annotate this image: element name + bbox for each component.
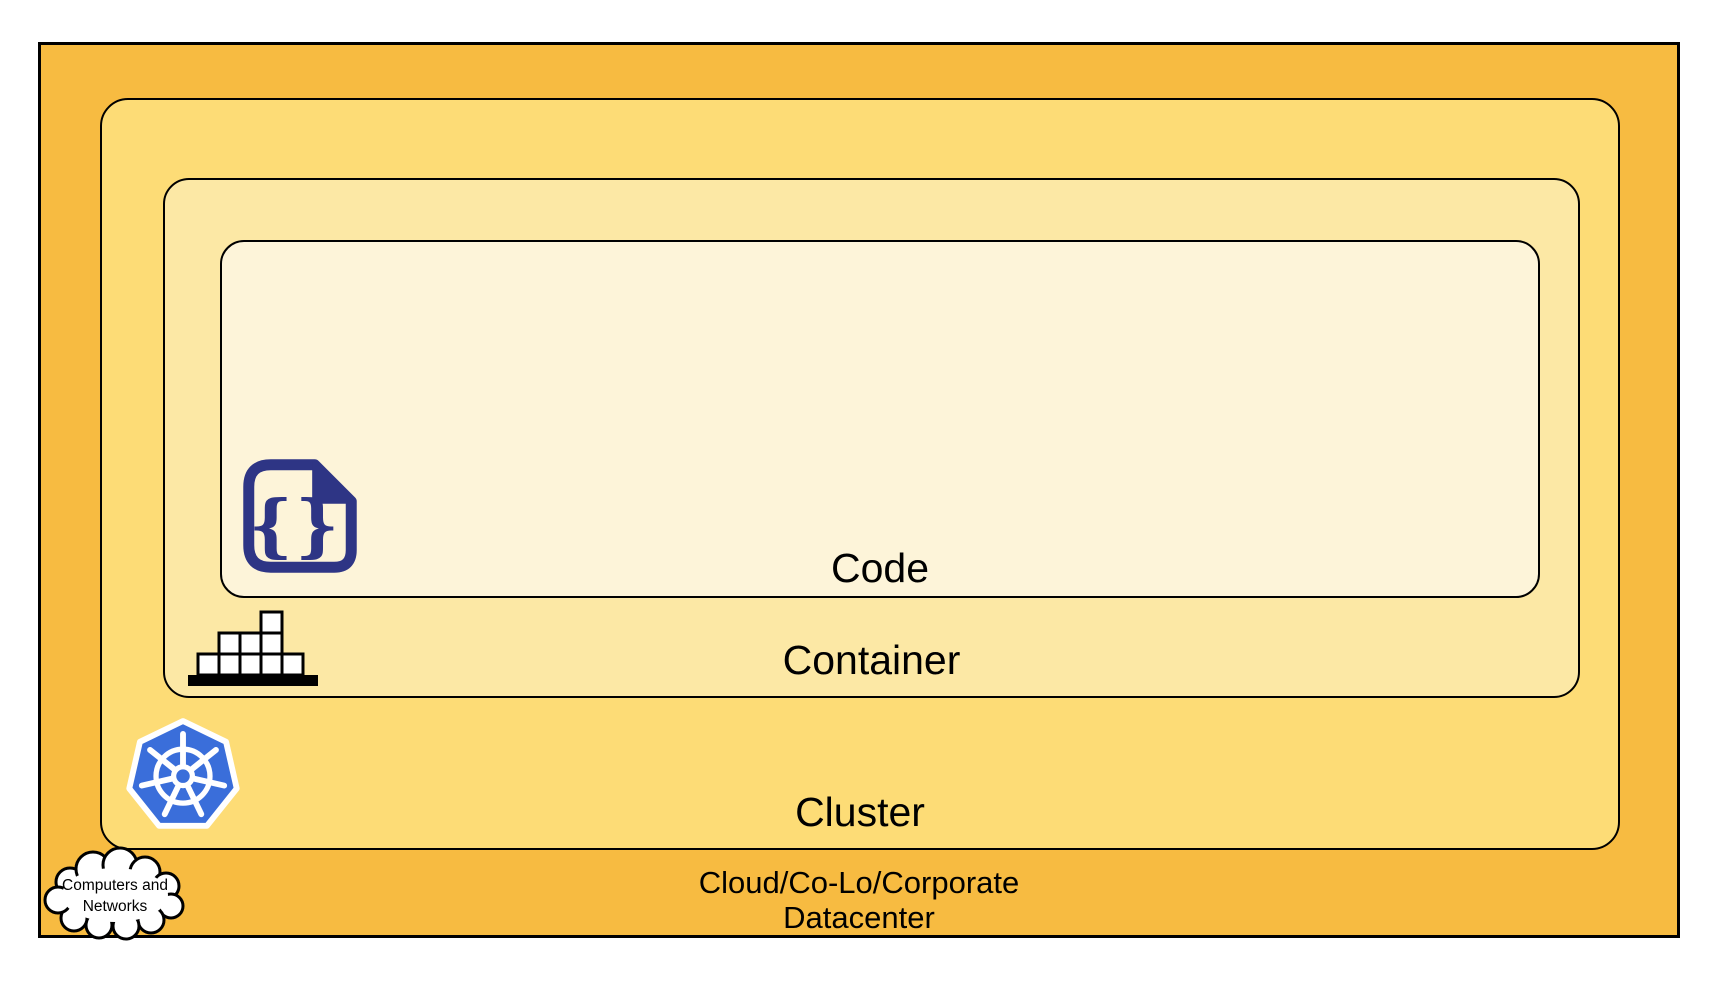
cloud-label-line1: Computers and	[62, 877, 168, 894]
code-label: Code	[830, 545, 929, 591]
datacenter-box: {} Code	[38, 42, 1680, 941]
code-file-fold	[312, 461, 355, 504]
code-braces-glyph: {}	[249, 486, 342, 566]
container-box: {} Code	[163, 178, 1580, 698]
datacenter-label-line2: Datacenter	[783, 900, 935, 935]
cloud-label-line2: Networks	[83, 898, 148, 915]
container-stack-icon	[188, 610, 318, 686]
container-label: Container	[782, 637, 961, 683]
kubernetes-wheel-hub	[170, 764, 196, 789]
container-base-bar	[188, 675, 318, 686]
kubernetes-wheel-rim	[153, 746, 213, 806]
datacenter-label: Cloud/Co-Lo/Corporate Datacenter	[41, 865, 1677, 935]
cluster-label: Cluster	[795, 789, 925, 835]
code-file-icon: {}	[243, 459, 357, 573]
code-file-outline	[243, 459, 357, 573]
datacenter-label-line1: Cloud/Co-Lo/Corporate	[698, 865, 1020, 900]
container-blocks	[196, 610, 305, 677]
code-box: {} Code	[220, 240, 1540, 598]
cluster-box: {} Code	[100, 98, 1620, 850]
cloud-computers-networks-icon: Computers and Networks	[43, 846, 185, 941]
cloud-body	[62, 868, 168, 922]
kubernetes-icon	[126, 718, 240, 829]
